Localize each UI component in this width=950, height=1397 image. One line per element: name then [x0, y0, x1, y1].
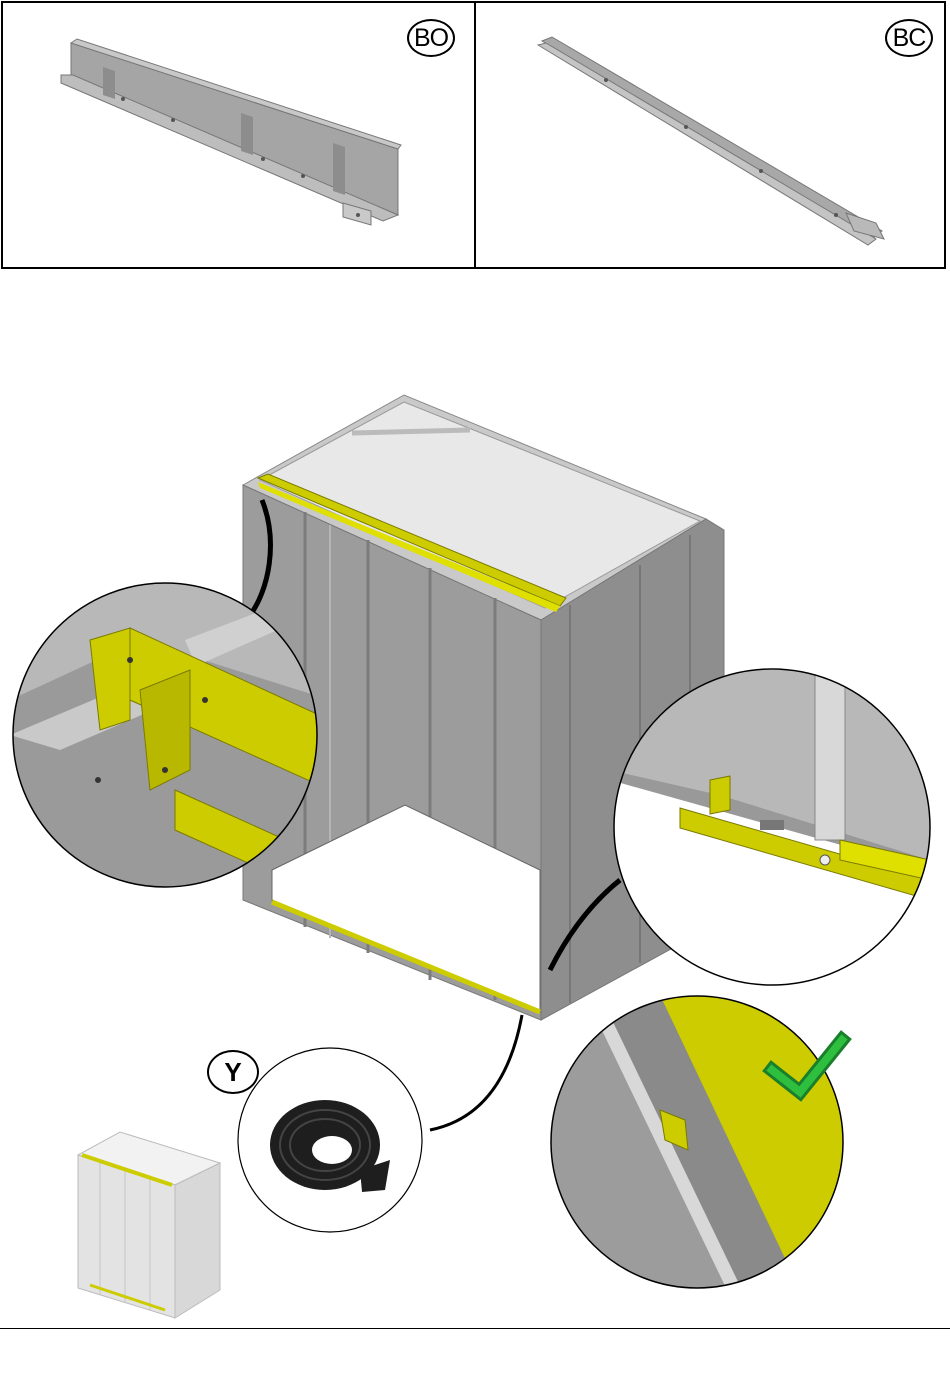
detail-circle-seal [550, 995, 850, 1295]
part-panel-bo: BO [1, 1, 476, 269]
assembly-scene [0, 270, 950, 1328]
callout-label-y: Y [207, 1050, 259, 1094]
overview-thumbnail [78, 1132, 220, 1318]
part-label-bc: BC [885, 19, 933, 57]
beam-bo-illustration [3, 3, 474, 267]
part-panel-bc: BC [474, 1, 946, 269]
part-label-bo: BO [407, 19, 455, 57]
detail-circle-tape [238, 1048, 422, 1232]
bracket-bc-illustration [476, 3, 944, 267]
footer-divider [0, 1328, 950, 1329]
